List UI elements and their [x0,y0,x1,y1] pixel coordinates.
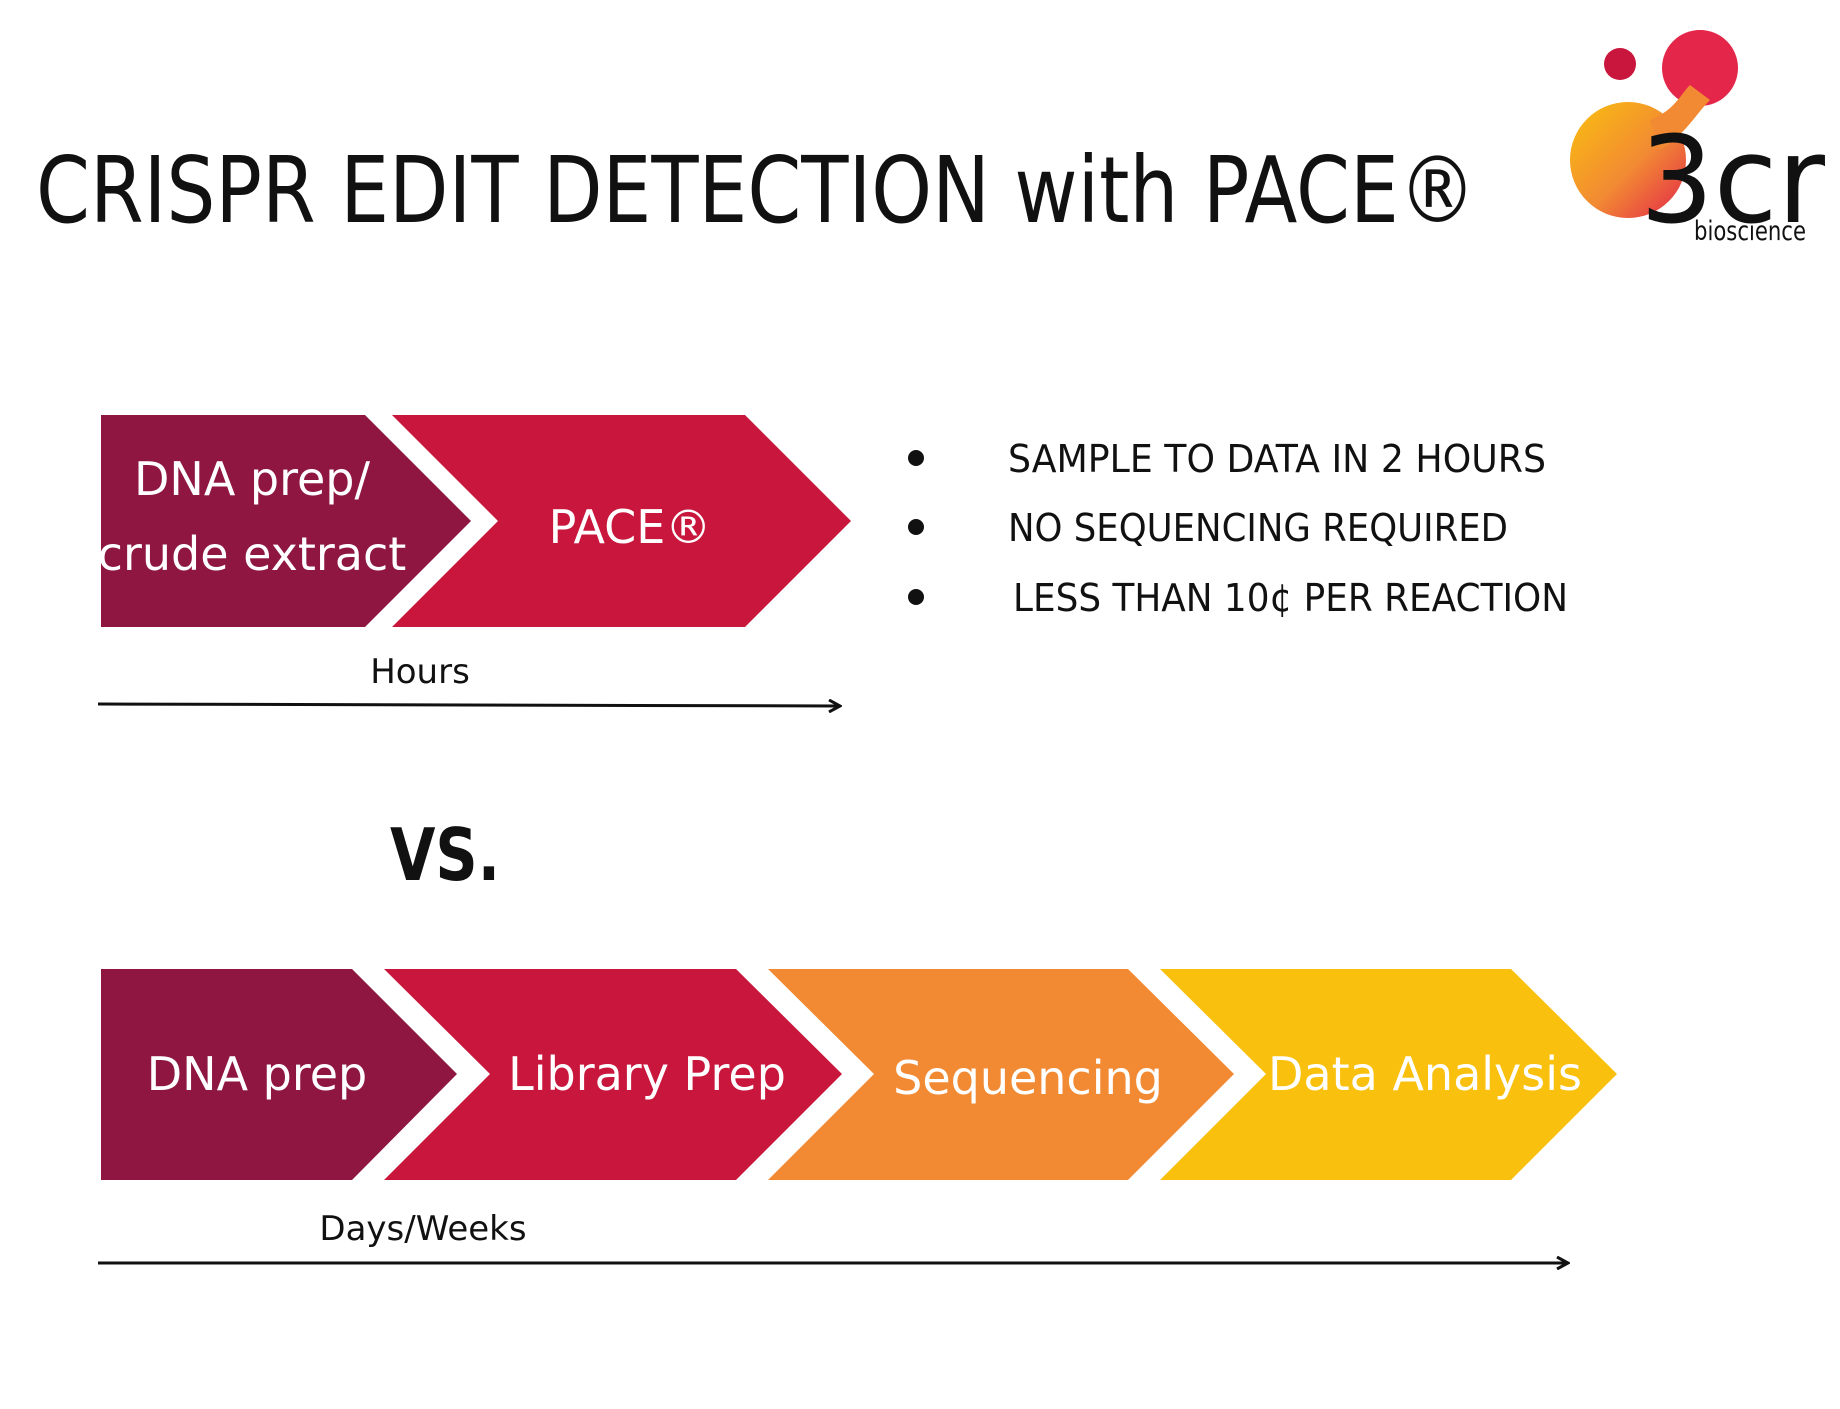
benefit-item-3: LESS THAN 10¢ PER REACTION [1013,576,1568,620]
seq-step-data-analysis [1160,969,1617,1180]
seq-step-library-prep-label: Library Prep [508,1047,786,1101]
pace-workflow: DNA prep/ crude extract PACE® Hours [98,415,851,706]
seq-timeline-label: Days/Weeks [319,1209,526,1249]
logo-connector [1650,85,1710,150]
bullet-dot [908,450,924,466]
pace-timeline-label: Hours [370,652,470,692]
pace-step-pace-label: PACE® [549,500,712,554]
seq-step-sequencing-label: Sequencing [893,1051,1163,1105]
pace-step-dna-prep [101,415,471,627]
page-title: CRISPR EDIT DETECTION with PACE® [36,137,1476,244]
logo-dot-small [1604,48,1636,80]
seq-step-dna-prep [101,969,457,1180]
pace-step-dna-prep-line1: DNA prep/ [134,452,371,506]
logo-wordmark: 3cr [1640,112,1826,251]
seq-step-library-prep [384,969,842,1180]
vs-label: VS. [390,813,500,897]
seq-step-sequencing [768,969,1234,1180]
bullet-dot [908,589,924,605]
logo-dot-medium [1662,30,1738,106]
pace-step-dna-prep-line2: crude extract [98,527,407,581]
logo-subtext: bioscience [1694,216,1806,247]
pace-timeline-arrow [97,704,840,706]
sequencing-workflow: DNA prep Library Prep Sequencing Data An… [98,969,1617,1263]
seq-step-data-analysis-label: Data Analysis [1268,1047,1582,1101]
seq-step-dna-prep-label: DNA prep [147,1047,368,1101]
benefit-item-1: SAMPLE TO DATA IN 2 HOURS [1008,437,1546,481]
bullet-dot [908,519,924,535]
company-logo: 3cr bioscience [1570,30,1826,251]
benefit-item-2: NO SEQUENCING REQUIRED [1008,506,1508,550]
pace-step-pace [392,415,851,627]
benefit-list: SAMPLE TO DATA IN 2 HOURS NO SEQUENCING … [908,437,1568,620]
